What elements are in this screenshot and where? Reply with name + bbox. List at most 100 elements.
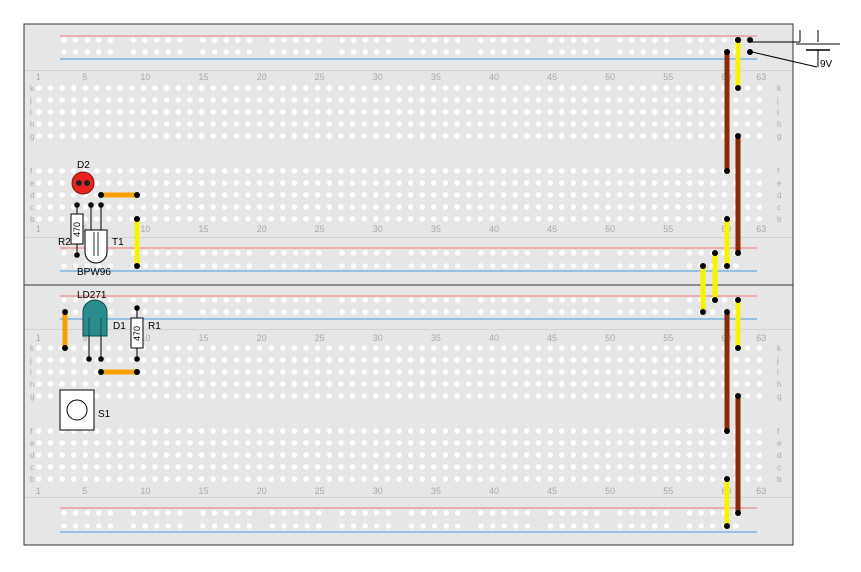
- terminal-hole: [361, 369, 367, 375]
- terminal-hole: [744, 180, 751, 186]
- terminal-hole: [198, 476, 205, 482]
- terminal-hole: [535, 428, 542, 434]
- rail-hole: [130, 309, 137, 315]
- terminal-hole: [175, 133, 181, 139]
- rail-hole: [455, 49, 461, 55]
- terminal-hole: [593, 192, 600, 198]
- terminal-hole: [105, 381, 112, 387]
- terminal-hole: [582, 180, 588, 186]
- terminal-hole: [675, 393, 681, 399]
- terminal-hole: [756, 428, 762, 434]
- rail-hole: [501, 297, 507, 303]
- rail-hole: [559, 309, 565, 315]
- rail-hole: [478, 510, 484, 516]
- terminal-hole: [94, 393, 100, 399]
- terminal-hole: [70, 133, 77, 139]
- terminal-hole: [373, 393, 379, 399]
- rail-hole: [84, 37, 90, 43]
- rail-hole: [293, 510, 299, 516]
- terminal-hole: [512, 476, 518, 482]
- terminal-hole: [117, 381, 123, 387]
- terminal-hole: [512, 204, 518, 210]
- terminal-hole: [698, 97, 704, 103]
- terminal-hole: [396, 345, 402, 351]
- rail-hole: [235, 309, 241, 315]
- row-letter: f: [30, 167, 33, 176]
- rail-hole: [107, 263, 114, 269]
- terminal-hole: [268, 345, 274, 351]
- terminal-hole: [70, 192, 77, 198]
- terminal-hole: [559, 440, 565, 446]
- terminal-hole: [466, 452, 472, 458]
- terminal-hole: [222, 204, 228, 210]
- terminal-hole: [675, 121, 681, 127]
- rail-hole: [350, 510, 357, 516]
- rail-hole: [652, 250, 658, 256]
- terminal-hole: [454, 168, 460, 174]
- terminal-hole: [535, 216, 542, 222]
- rail-hole: [408, 510, 415, 516]
- terminal-hole: [396, 369, 402, 375]
- terminal-hole: [129, 452, 135, 458]
- terminal-hole: [651, 192, 658, 198]
- terminal-hole: [326, 97, 332, 103]
- terminal-hole: [407, 133, 414, 139]
- terminal-hole: [303, 180, 309, 186]
- terminal-hole: [361, 180, 367, 186]
- terminal-hole: [36, 216, 42, 222]
- terminal-hole: [477, 204, 484, 210]
- rail-hole: [547, 37, 554, 43]
- terminal-hole: [105, 452, 112, 458]
- column-number: 1: [36, 333, 41, 343]
- rail-hole: [316, 523, 322, 529]
- lower-breadboard: 15101520253035404550556063kkjjiihhggffee…: [23, 284, 794, 546]
- rail-hole: [617, 37, 623, 43]
- terminal-hole: [431, 97, 437, 103]
- terminal-hole: [373, 452, 379, 458]
- terminal-hole: [47, 97, 54, 103]
- rail-hole: [443, 297, 449, 303]
- rail-hole: [304, 263, 310, 269]
- terminal-hole: [187, 440, 193, 446]
- terminal-hole: [744, 121, 751, 127]
- rail-hole: [652, 37, 658, 43]
- rail-hole: [200, 37, 206, 43]
- terminal-hole: [593, 133, 600, 139]
- terminal-hole: [431, 464, 437, 470]
- rail-hole: [107, 510, 114, 516]
- rail-hole: [547, 263, 554, 269]
- terminal-hole: [291, 109, 298, 115]
- rail-hole: [154, 263, 160, 269]
- terminal-hole: [675, 192, 681, 198]
- rail-hole: [72, 297, 79, 303]
- rail-hole: [269, 523, 276, 529]
- rail-hole: [339, 309, 345, 315]
- column-number: 5: [82, 224, 87, 234]
- terminal-hole: [152, 216, 158, 222]
- terminal-hole: [489, 476, 495, 482]
- terminal-hole: [140, 97, 147, 103]
- terminal-hole: [314, 393, 321, 399]
- terminal-hole: [489, 85, 495, 91]
- terminal-hole: [152, 85, 158, 91]
- column-number: 50: [605, 333, 615, 343]
- rail-hole: [524, 297, 531, 303]
- terminal-hole: [245, 464, 251, 470]
- rail-hole: [420, 523, 426, 529]
- terminal-hole: [210, 369, 216, 375]
- terminal-hole: [582, 464, 588, 470]
- rail-hole: [559, 510, 565, 516]
- terminal-hole: [105, 464, 112, 470]
- terminal-hole: [245, 452, 251, 458]
- terminal-hole: [222, 476, 228, 482]
- terminal-hole: [547, 204, 553, 210]
- terminal-hole: [419, 216, 425, 222]
- terminal-hole: [303, 428, 309, 434]
- terminal-hole: [628, 393, 635, 399]
- rail-hole: [501, 49, 507, 55]
- terminal-hole: [628, 357, 635, 363]
- terminal-hole: [442, 192, 449, 198]
- terminal-hole: [617, 452, 623, 458]
- terminal-hole: [686, 476, 693, 482]
- terminal-hole: [512, 109, 518, 115]
